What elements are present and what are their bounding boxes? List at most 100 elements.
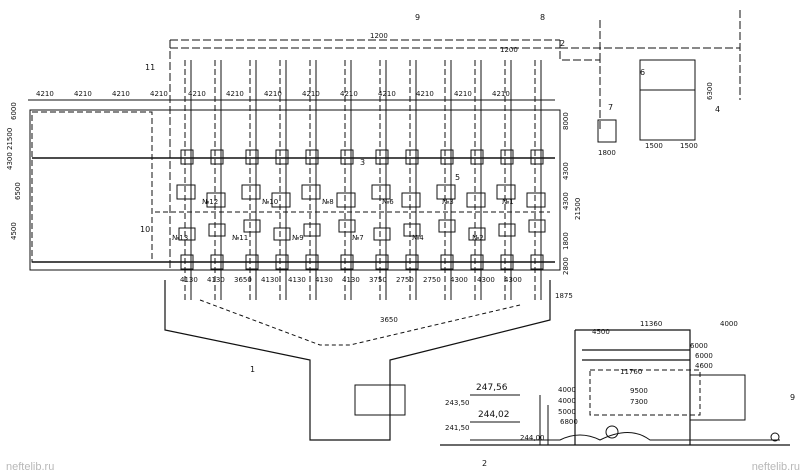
pump-unit [273,227,291,241]
pump-unit [336,192,356,208]
leader-number: 8 [540,13,545,22]
misc-label: 1800 [598,149,616,157]
right-upper-block [639,59,696,141]
pump-unit [338,219,356,233]
top-dimension: 4210 [36,90,54,98]
valve-box [375,254,389,270]
misc-label: 1200 [370,32,388,40]
left-dimension: 4300 [6,152,14,170]
valve-box [440,149,454,165]
misc-label: 1875 [555,292,573,300]
top-dimension: 4210 [150,90,168,98]
elevation-mark: 244,00 [520,434,545,442]
section-building [574,329,691,445]
elevation-marks [470,394,549,445]
lower-funnel-inner [199,299,521,346]
right-dimension: 8000 [562,112,570,130]
valve-box [530,149,544,165]
misc-label: 1500 [680,142,698,150]
valve-box [245,254,259,270]
valve-box [210,254,224,270]
valve-box [180,149,194,165]
right-dimension: 4300 [562,192,570,210]
outlet-symbol [770,432,780,442]
valve-box [305,254,319,270]
section-dimension: 6000 [695,352,713,360]
section-dimension: 4500 [592,328,610,336]
equipment-tag: №8 [322,198,334,206]
pump-unit [526,192,546,208]
bottom-dimension: 4300 [504,276,522,284]
leader-number: 2 [560,39,565,48]
watermark-left: neftelib.ru [6,461,55,473]
bottom-dimension: 3750 [369,276,387,284]
pump-unit [271,192,291,208]
elevation-mark: 247,56 [476,383,508,393]
pump-units [176,149,546,270]
valve-symbol [605,425,619,439]
pump-unit [176,184,196,200]
section-dimension: 7300 [630,398,648,406]
equipment-tag: №1 [502,198,514,206]
section-dimension: 9500 [630,387,648,395]
right-dimension: 21500 [574,198,582,220]
leader-number: 6 [640,68,645,77]
valve-box [210,149,224,165]
top-dimension: 4210 [302,90,320,98]
building-outline [29,109,561,271]
top-dimension: 4210 [226,90,244,98]
lower-funnel [164,280,551,441]
section-leader-label: 2 [482,459,487,468]
valve-box [440,254,454,270]
equipment-tag: №3 [442,198,454,206]
pump-unit [373,227,391,241]
pump-unit [466,192,486,208]
pump-unit [401,192,421,208]
misc-label: 3650 [380,316,398,324]
elevation-mark: 243,50 [445,399,470,407]
valve-box [275,254,289,270]
bottom-dimension: 4130 [342,276,360,284]
section-dimension: 4000 [558,386,576,394]
top-dimension: 4210 [340,90,358,98]
leader-number: 7 [608,103,613,112]
bottom-dimension: 4130 [180,276,198,284]
top-dimension: 4210 [74,90,92,98]
misc-label: 6300 [706,82,714,100]
valve-box [340,149,354,165]
pump-unit [436,184,456,200]
valve-box [275,149,289,165]
section-dimension: 11360 [640,320,662,328]
equipment-tag: №13 [172,234,188,242]
section-dimension: 4600 [695,362,713,370]
top-right-branch [560,10,741,100]
pump-unit [178,227,196,241]
top-dimension: 4210 [492,90,510,98]
leader-number: 11 [145,63,155,72]
pump-unit [498,223,516,237]
equipment-tag: №6 [382,198,394,206]
pump-unit [468,227,486,241]
bottom-dimension: 4130 [288,276,306,284]
main-plan [28,10,741,441]
section-dimension: 5000 [558,408,576,416]
valve-box [305,149,319,165]
section-pipeline [470,432,780,441]
right-aux-box [597,119,617,143]
pump-unit [301,184,321,200]
leader-number: 5 [455,173,460,182]
top-dimension: 4210 [112,90,130,98]
misc-label: 1500 [645,142,663,150]
section-dimension: 11760 [620,368,642,376]
section-dimension: 6000 [690,342,708,350]
top-dimension: 4210 [264,90,282,98]
section-dimension-labels: 4500113601176040009500730060004600400040… [558,320,738,426]
equipment-tag: №9 [292,234,304,242]
valve-box [500,254,514,270]
left-room [31,111,153,263]
